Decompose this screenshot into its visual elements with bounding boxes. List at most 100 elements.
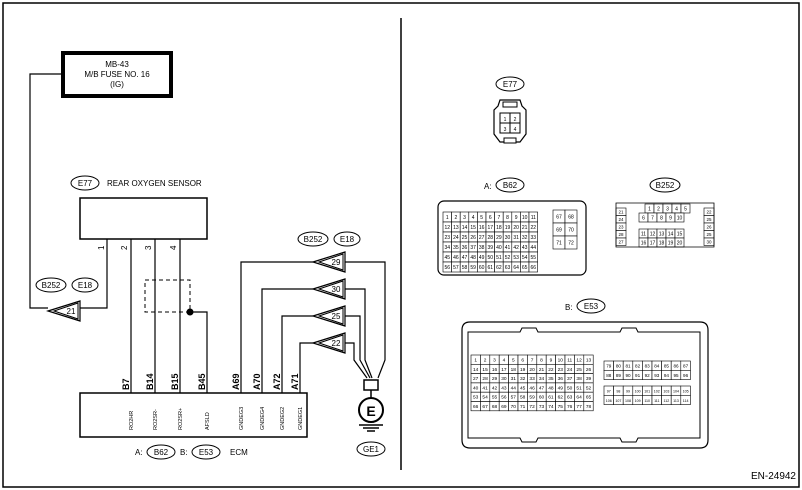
pin-number: 66 bbox=[531, 265, 537, 271]
right-conn-pin-30: 30 bbox=[332, 285, 341, 294]
ecm-term-a72: A72 bbox=[272, 373, 282, 390]
pin-number: 109 bbox=[635, 399, 641, 403]
e77-connector-view: E77 1 2 3 4 bbox=[493, 76, 527, 144]
pin-cell bbox=[583, 401, 594, 412]
pin-number: 36 bbox=[558, 376, 564, 382]
pin-cell bbox=[680, 369, 691, 380]
pin-number: 74 bbox=[548, 404, 554, 410]
sensor-pin-4: 4 bbox=[169, 245, 178, 250]
pin-number: 1 bbox=[446, 215, 449, 221]
pin-number: 67 bbox=[556, 214, 562, 220]
pin-number: 105 bbox=[683, 389, 689, 393]
pin-number: 5 bbox=[684, 206, 687, 212]
pin-number: 38 bbox=[479, 245, 485, 251]
ecm-signal-ro2sr-plus: RO2SR+ bbox=[178, 408, 184, 430]
pin-number: 88 bbox=[606, 373, 612, 378]
pin-number: 12 bbox=[650, 231, 656, 237]
pin-number: 76 bbox=[567, 404, 573, 410]
pin-number: 68 bbox=[492, 404, 498, 410]
e77-pin-2: 2 bbox=[514, 117, 517, 123]
e53-label-b: B: bbox=[565, 303, 573, 312]
pin-number: 12 bbox=[576, 357, 582, 363]
pin-number: 114 bbox=[683, 399, 689, 403]
pin-number: 61 bbox=[548, 395, 554, 401]
right-conn-pin-25: 25 bbox=[332, 312, 341, 321]
pin-number: 25 bbox=[462, 235, 468, 241]
pin-number: 24 bbox=[453, 235, 459, 241]
ecm-term-b7: B7 bbox=[121, 378, 131, 390]
pin-number: 70 bbox=[568, 227, 574, 233]
pin-number: 71 bbox=[556, 240, 562, 246]
pin-cell bbox=[564, 235, 578, 250]
pin-number: 24 bbox=[567, 367, 573, 373]
pin-number: 91 bbox=[635, 373, 641, 378]
pin-number: 51 bbox=[496, 255, 502, 261]
pin-number: 19 bbox=[505, 225, 511, 231]
pin-number: 46 bbox=[529, 385, 535, 391]
pin-number: 87 bbox=[683, 363, 689, 368]
pin-number: 19 bbox=[520, 367, 526, 373]
pin-number: 53 bbox=[473, 395, 479, 401]
pin-number: 7 bbox=[651, 215, 654, 221]
right-connector-25: 25 bbox=[310, 305, 346, 327]
pin-number: 3 bbox=[463, 215, 466, 221]
pin-number: 6 bbox=[521, 357, 524, 363]
ecm-conn-a: B62 bbox=[154, 448, 169, 457]
pin-number: 30 bbox=[501, 376, 507, 382]
ecm-signal-gndeg4: GNDEG4 bbox=[260, 407, 266, 430]
pin-number: 34 bbox=[445, 245, 451, 251]
ecm-term-a69: A69 bbox=[231, 373, 241, 390]
pin-number: 54 bbox=[482, 395, 488, 401]
pin-number: 48 bbox=[470, 255, 476, 261]
pin-number: 18 bbox=[496, 225, 502, 231]
pin-number: 62 bbox=[496, 265, 502, 271]
pin-number: 2 bbox=[484, 357, 487, 363]
pin-number: 57 bbox=[511, 395, 517, 401]
pin-number: 18 bbox=[659, 240, 665, 246]
sensor-name: REAR OXYGEN SENSOR bbox=[107, 179, 202, 188]
left-connector-21: 21 bbox=[45, 300, 81, 322]
pin-number: 19 bbox=[668, 240, 674, 246]
pin-number: 40 bbox=[496, 245, 502, 251]
pin-number: 63 bbox=[505, 265, 511, 271]
pin-number: 47 bbox=[539, 385, 545, 391]
pin-number: 9 bbox=[515, 215, 518, 221]
pin-number: 3 bbox=[493, 357, 496, 363]
pin-number: 52 bbox=[505, 255, 511, 261]
fuse-line-3: (IG) bbox=[110, 80, 124, 89]
pin-number: 22 bbox=[548, 367, 554, 373]
gnd-wire-22 bbox=[345, 342, 368, 379]
pin-number: 15 bbox=[482, 367, 488, 373]
pin-number: 60 bbox=[479, 265, 485, 271]
pin-number: 100 bbox=[635, 389, 641, 393]
pin-number: 80 bbox=[616, 363, 622, 368]
pin-number: 6 bbox=[642, 215, 645, 221]
pin-number: 71 bbox=[520, 404, 526, 410]
ecm-signal-gndeg3: GNDEG3 bbox=[239, 407, 245, 430]
ecm-signal-gndeg2: GNDEG2 bbox=[280, 407, 286, 430]
pin-number: 41 bbox=[482, 385, 488, 391]
pin-number: 49 bbox=[479, 255, 485, 261]
shield-wire bbox=[190, 311, 208, 393]
pin-number: 79 bbox=[606, 363, 612, 368]
pin-number: 21 bbox=[522, 225, 528, 231]
pin-number: 14 bbox=[462, 225, 468, 231]
pin-number: 103 bbox=[663, 389, 669, 393]
pin-number: 37 bbox=[470, 245, 476, 251]
pin-number: 86 bbox=[673, 363, 679, 368]
pin-number: 17 bbox=[488, 225, 494, 231]
pin-number: 2 bbox=[657, 206, 660, 212]
pin-number: 13 bbox=[586, 357, 592, 363]
pin-number: 28 bbox=[488, 235, 494, 241]
pin-number: 89 bbox=[616, 373, 622, 378]
pin-number: 55 bbox=[531, 255, 537, 261]
ecm-signal-ro2hr: RO2HR bbox=[129, 411, 135, 430]
pin-number: 41 bbox=[505, 245, 511, 251]
b252-conn-id: B252 bbox=[656, 181, 675, 190]
pin-number: 35 bbox=[453, 245, 459, 251]
pin-number: 15 bbox=[677, 231, 683, 237]
